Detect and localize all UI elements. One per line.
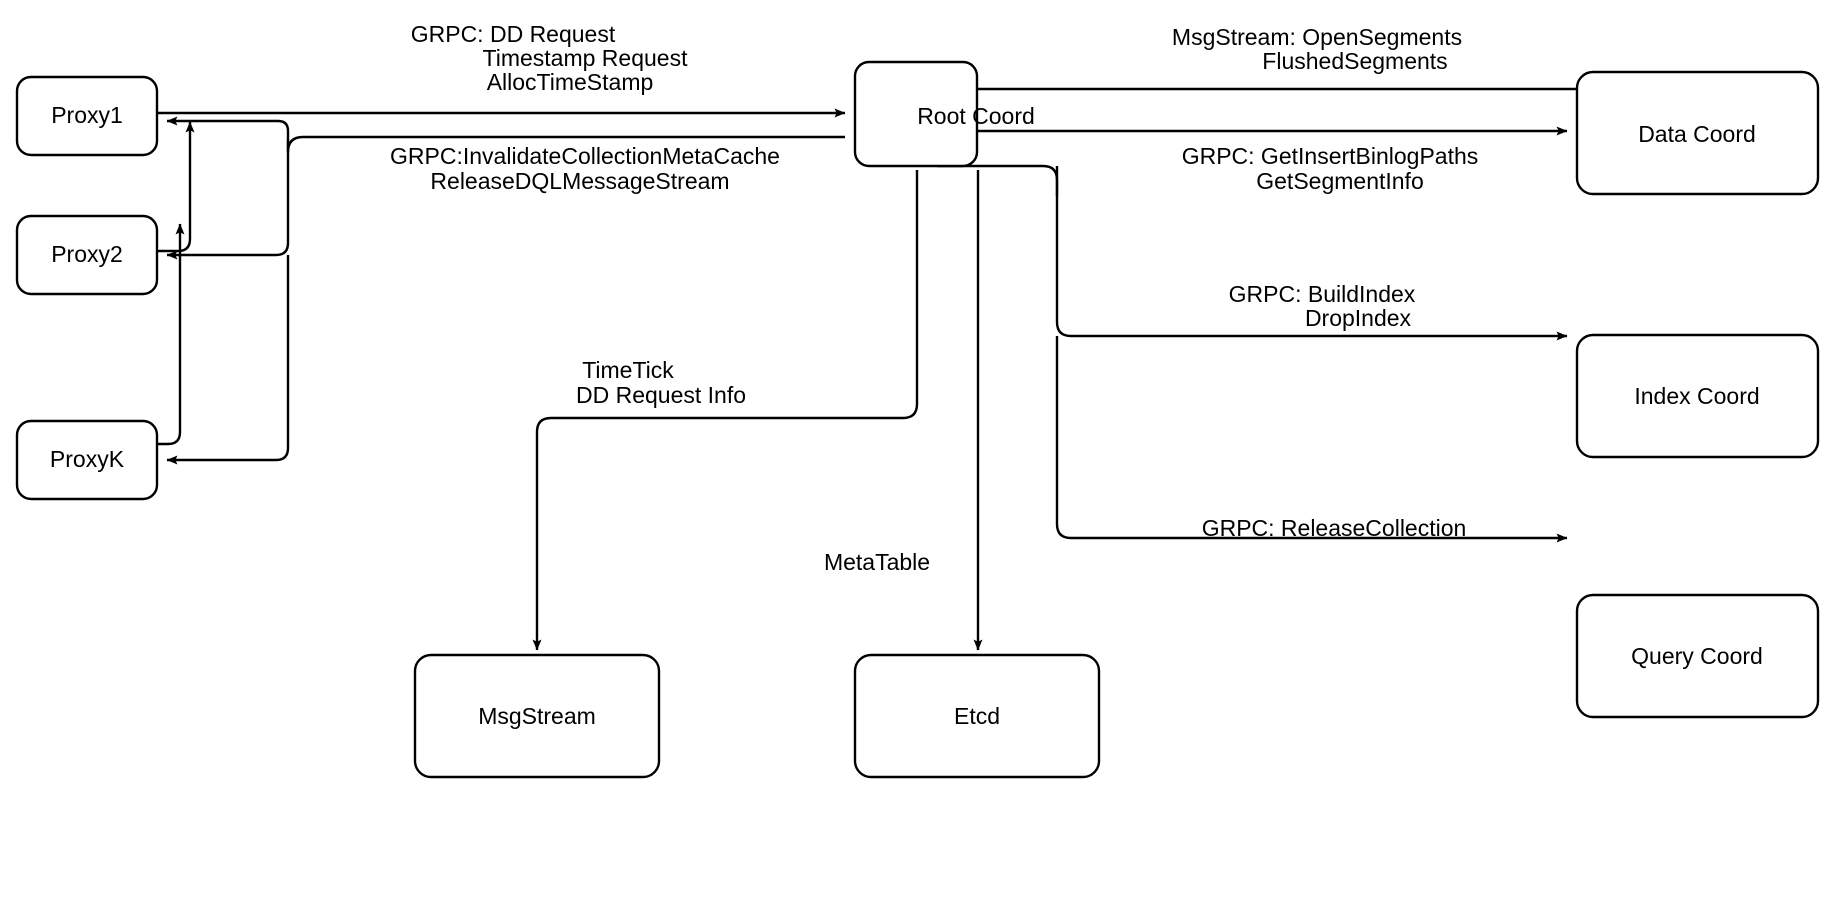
edge-proxyk-to-rootcoord bbox=[157, 223, 185, 446]
rootcoord-label: Root Coord bbox=[917, 103, 1035, 129]
proxy2-box[interactable] bbox=[15, 214, 159, 296]
querycoord-label: Query Coord bbox=[1631, 643, 1763, 669]
label-root-to-query: GRPC: ReleaseCollection bbox=[1202, 515, 1467, 541]
node-etcd[interactable]: Etcd bbox=[853, 653, 1101, 779]
edge-rootcoord-to-msgstream bbox=[532, 170, 919, 651]
edge-rootcoord-to-indexcoord bbox=[1055, 166, 1568, 341]
node-querycoord[interactable]: Query Coord bbox=[1575, 593, 1820, 719]
datacoord-label: Data Coord bbox=[1638, 121, 1756, 147]
datacoord-box[interactable] bbox=[1575, 70, 1820, 196]
indexcoord-label: Index Coord bbox=[1634, 383, 1759, 409]
querycoord-box[interactable] bbox=[1575, 593, 1820, 719]
proxy1-box[interactable] bbox=[15, 75, 159, 157]
root-to-index-line-2: DropIndex bbox=[1305, 305, 1412, 331]
label-root-to-index: GRPC: BuildIndex DropIndex bbox=[1229, 281, 1416, 331]
etcd-box[interactable] bbox=[853, 653, 1101, 779]
root-to-proxy-line-2: ReleaseDQLMessageStream bbox=[430, 168, 729, 194]
node-proxyk[interactable]: ProxyK bbox=[15, 419, 159, 501]
root-to-index-line-1: GRPC: BuildIndex bbox=[1229, 281, 1416, 307]
proxy-to-root-line-3: AllocTimeStamp bbox=[487, 69, 654, 95]
edge-rootcoord-to-proxyk bbox=[166, 255, 290, 465]
proxy2-label: Proxy2 bbox=[51, 241, 123, 267]
node-msgstream[interactable]: MsgStream bbox=[413, 653, 661, 779]
edge-proxy2-to-rootcoord bbox=[157, 121, 195, 253]
root-to-msgstream-line-2: DD Request Info bbox=[576, 382, 746, 408]
msgstream-label: MsgStream bbox=[478, 703, 596, 729]
proxy1-label: Proxy1 bbox=[51, 102, 123, 128]
root-to-msgstream-line-1: TimeTick bbox=[582, 357, 674, 383]
node-datacoord[interactable]: Data Coord bbox=[1575, 70, 1820, 196]
proxy-to-root-line-2: Timestamp Request bbox=[483, 45, 689, 71]
node-proxy1[interactable]: Proxy1 bbox=[15, 75, 159, 157]
root-to-etcd-line-1: MetaTable bbox=[824, 549, 930, 575]
proxyk-box[interactable] bbox=[15, 419, 159, 501]
root-to-query-line-1: GRPC: ReleaseCollection bbox=[1202, 515, 1467, 541]
etcd-label: Etcd bbox=[954, 703, 1000, 729]
proxy-to-root-line-1: GRPC: DD Request bbox=[411, 21, 616, 47]
root-to-data-line-2: GetSegmentInfo bbox=[1256, 168, 1424, 194]
label-proxy-to-root: GRPC: DD Request Timestamp Request Alloc… bbox=[411, 21, 688, 95]
indexcoord-box[interactable] bbox=[1575, 333, 1820, 459]
data-to-root-line-1: MsgStream: OpenSegments bbox=[1172, 24, 1462, 50]
label-root-to-data: GRPC: GetInsertBinlogPaths GetSegmentInf… bbox=[1182, 143, 1479, 194]
node-proxy2[interactable]: Proxy2 bbox=[15, 214, 159, 296]
rootcoord-box[interactable] bbox=[853, 60, 979, 168]
root-to-proxy-line-1: GRPC:InvalidateCollectionMetaCache bbox=[390, 143, 780, 169]
label-root-to-msgstream: TimeTick DD Request Info bbox=[576, 357, 746, 408]
data-to-root-line-2: FlushedSegments bbox=[1262, 48, 1447, 74]
edge-rootcoord-to-querycoord bbox=[1055, 336, 1568, 543]
label-root-to-proxy: GRPC:InvalidateCollectionMetaCache Relea… bbox=[390, 143, 780, 194]
node-rootcoord[interactable]: Root Coord bbox=[853, 60, 1035, 168]
node-indexcoord[interactable]: Index Coord bbox=[1575, 333, 1820, 459]
label-data-to-root: MsgStream: OpenSegments FlushedSegments bbox=[1172, 24, 1462, 74]
root-to-data-line-1: GRPC: GetInsertBinlogPaths bbox=[1182, 143, 1479, 169]
msgstream-box[interactable] bbox=[413, 653, 661, 779]
edge-rootcoord-trunk-shoulder bbox=[937, 164, 1059, 196]
label-root-to-etcd: MetaTable bbox=[824, 549, 930, 575]
proxyk-label: ProxyK bbox=[50, 446, 125, 472]
edge-rootcoord-to-proxy2 bbox=[166, 140, 290, 260]
